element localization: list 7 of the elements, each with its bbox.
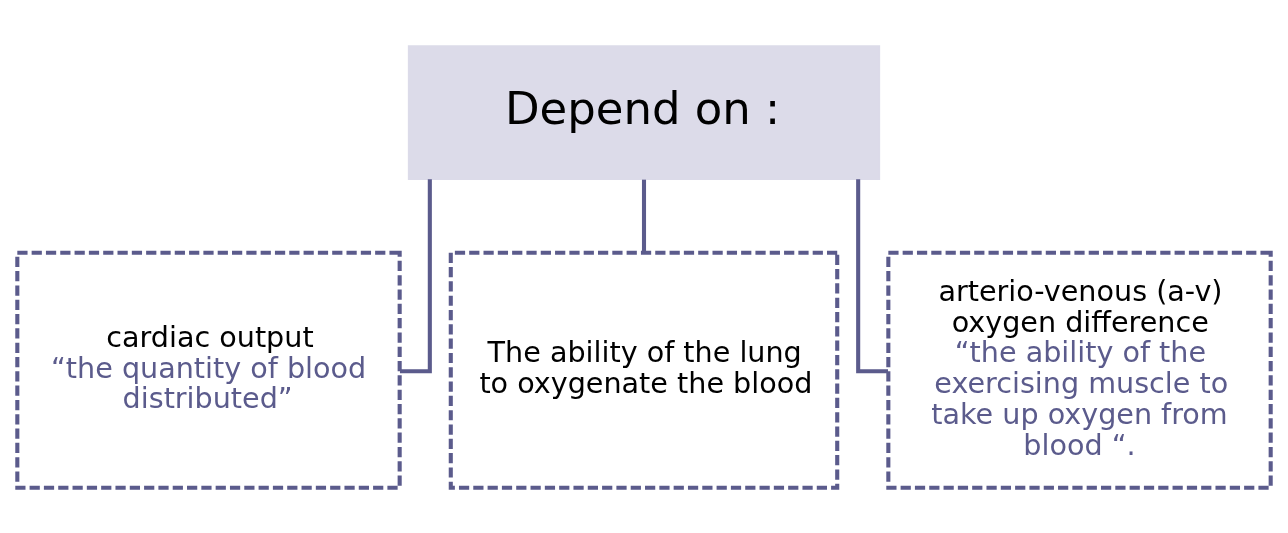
connector	[641, 179, 647, 253]
node-box: cardiac output “the quantity of blood distributed”	[15, 250, 402, 490]
node-box: Depend on :	[407, 44, 881, 180]
node-box: The ability of the lung to oxygenate the blood	[448, 250, 840, 490]
connector	[856, 178, 889, 373]
connector	[399, 178, 432, 373]
node-box: arterio-venous (a-v) oxygen difference “the ability of the exercising muscle to take up oxygen from blood “.	[886, 250, 1273, 490]
